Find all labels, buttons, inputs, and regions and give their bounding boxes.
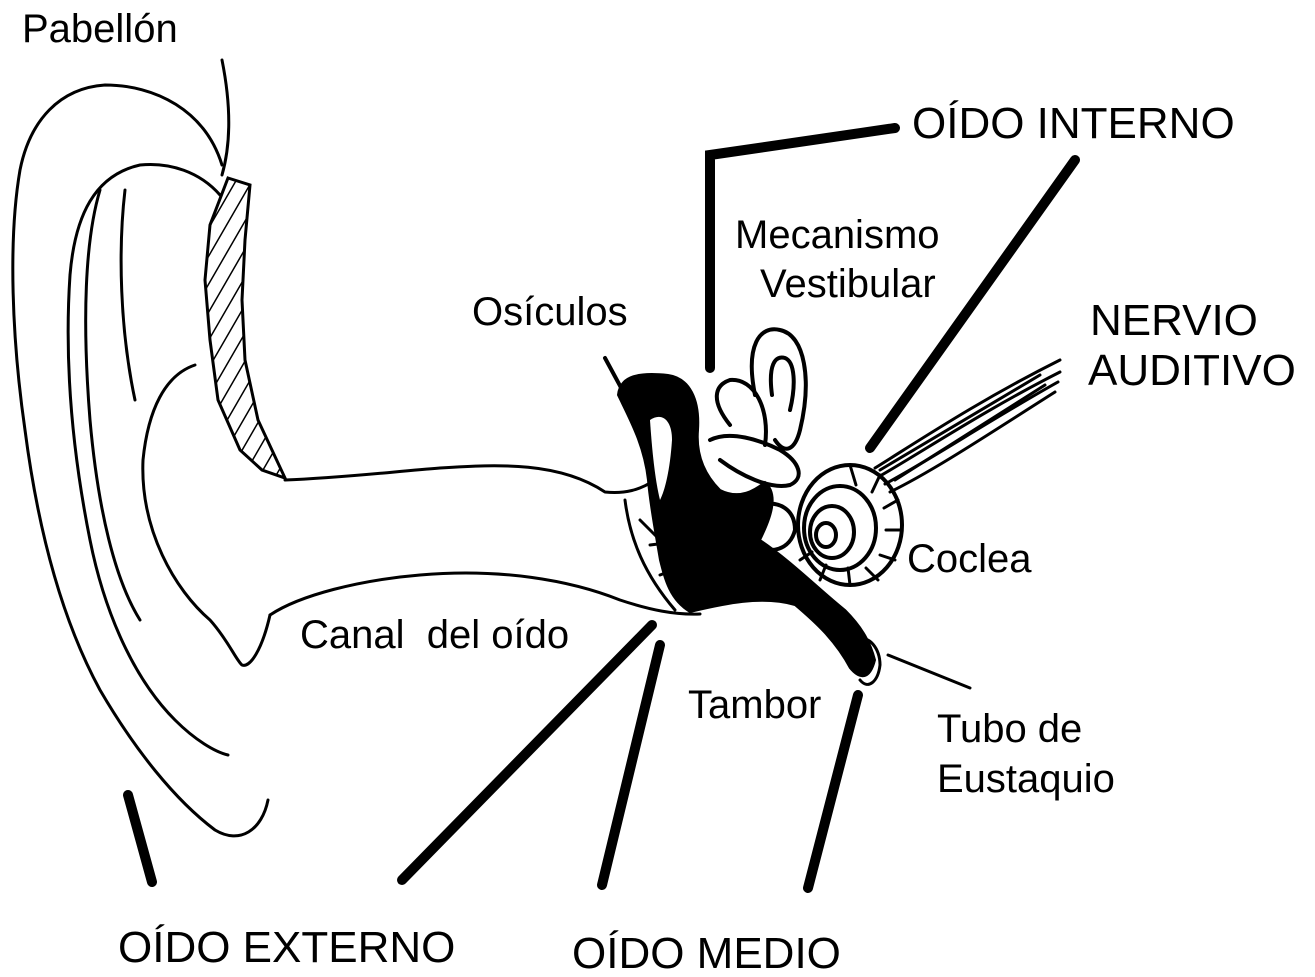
oido-externo-leader-left — [128, 795, 152, 882]
head-outline — [222, 60, 229, 175]
label-nervio: NERVIO — [1090, 296, 1258, 345]
semicircular-canal-1 — [752, 329, 806, 448]
label-eustaquio: Eustaquio — [937, 757, 1115, 801]
label-oido-medio: OÍDO MEDIO — [572, 929, 841, 972]
hatched-tissue — [205, 178, 285, 478]
ear-canal-lower — [270, 573, 700, 615]
label-tambor: Tambor — [688, 683, 821, 727]
label-tubo: Tubo de — [937, 707, 1082, 751]
tubo-pointer — [888, 655, 970, 688]
antihelix-branch — [121, 190, 135, 400]
middle-ear-drawing — [605, 358, 970, 688]
label-vestibular: Vestibular — [760, 262, 936, 306]
label-oido-interno: OÍDO INTERNO — [912, 99, 1235, 148]
semicircular-canal-3 — [710, 436, 799, 486]
label-pabellon: Pabellón — [22, 7, 178, 51]
semicircular-canal-1-inner — [771, 357, 794, 410]
inner-helix — [68, 164, 228, 755]
label-osiculos: Osículos — [472, 290, 628, 334]
ear-canal-upper — [285, 466, 655, 493]
osiculos-pointer — [605, 358, 625, 395]
label-coclea: Coclea — [907, 537, 1032, 581]
pinna-drawing — [13, 60, 700, 836]
oido-medio-leader-left — [602, 645, 660, 885]
auditory-nerve — [875, 360, 1060, 492]
label-mecanismo: Mecanismo — [735, 213, 940, 257]
label-oido-externo: OÍDO EXTERNO — [118, 923, 455, 972]
label-auditivo: AUDITIVO — [1088, 346, 1296, 395]
label-canal: Canal del oído — [300, 613, 569, 657]
